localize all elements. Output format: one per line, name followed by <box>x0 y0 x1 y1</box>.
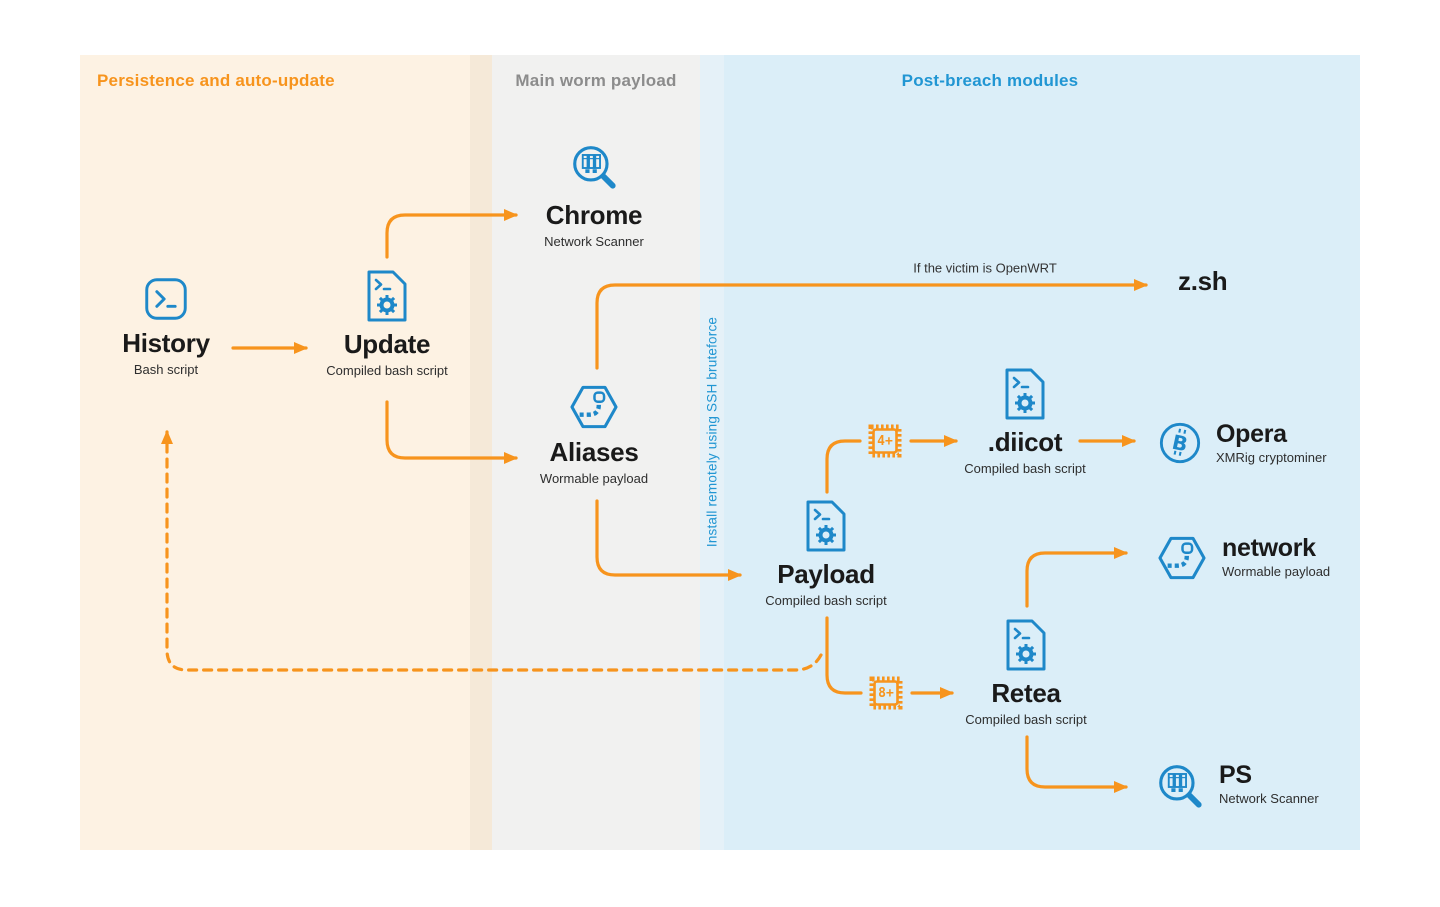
node-label: Chrome <box>545 200 643 230</box>
edge-retea-ps <box>1025 735 1128 793</box>
node-aliases: Aliases Wormable payload <box>484 384 704 487</box>
section-title-main-worm: Main worm payload <box>515 71 677 90</box>
panel-ssh-divider <box>700 55 724 850</box>
node-sublabel: Network Scanner <box>544 234 644 250</box>
node-label: History <box>122 328 210 358</box>
node-sublabel: Compiled bash script <box>965 712 1087 728</box>
edge-update-chrome <box>385 209 518 259</box>
panel-main-worm <box>492 55 700 850</box>
node-chrome: Chrome Network Scanner <box>484 143 704 250</box>
node-label: network <box>1222 534 1316 562</box>
node-update: Update Compiled bash script <box>277 270 497 379</box>
panel-persistence <box>80 55 470 850</box>
node-sublabel: Compiled bash script <box>964 461 1086 477</box>
node-label: Aliases <box>549 437 639 467</box>
compiled-script-icon <box>1004 619 1048 671</box>
cpu-chip-label: 4+ <box>877 433 893 449</box>
node-label: PS <box>1219 761 1252 789</box>
edge-retea-network <box>1025 547 1128 608</box>
compiled-script-icon <box>1003 368 1047 420</box>
node-sublabel: Bash script <box>133 362 199 378</box>
node-label: Payload <box>777 559 875 589</box>
node-sublabel: Compiled bash script <box>765 593 887 609</box>
section-title-post-breach: Post-breach modules <box>901 71 1079 90</box>
node-label: Opera <box>1216 420 1287 448</box>
node-sublabel: Wormable payload <box>1222 564 1331 580</box>
node-sublabel: Compiled bash script <box>326 363 448 379</box>
node-history: History Bash script <box>56 277 276 378</box>
worm-icon <box>1156 535 1208 581</box>
bitcoin-icon <box>1158 421 1202 465</box>
edge-payload-cpu4 <box>825 439 862 494</box>
node-label: Retea <box>991 678 1061 708</box>
node-zsh: z.sh <box>1178 266 1228 296</box>
section-title-persistence: Persistence and auto-update <box>97 71 335 90</box>
edge-aliases-zsh <box>595 279 1148 370</box>
edge-update-aliases <box>385 400 518 464</box>
compiled-script-icon <box>804 500 848 552</box>
node-retea: Retea Compiled bash script <box>916 619 1136 728</box>
node-opera: Opera XMRig cryptominer <box>1158 421 1327 466</box>
edge-label-openwrt: If the victim is OpenWRT <box>913 260 1057 276</box>
node-payload: Payload Compiled bash script <box>716 500 936 609</box>
network-scanner-icon <box>1155 762 1205 812</box>
node-sublabel: Wormable payload <box>539 471 649 487</box>
node-label: Update <box>343 329 431 359</box>
cpu-chip-label: 8+ <box>878 685 894 701</box>
node-ps: PS Network Scanner <box>1155 762 1319 812</box>
cpu-chip-4plus: 4+ <box>862 418 908 464</box>
edge-aliases-payload <box>595 499 742 581</box>
node-label: .diicot <box>987 427 1063 457</box>
node-network: network Wormable payload <box>1156 535 1330 581</box>
edge-payload-cpu8 <box>825 616 863 695</box>
panel-persistence-edge <box>470 55 492 850</box>
edge-payload-history-feedback-dashed <box>161 430 823 672</box>
node-sublabel: XMRig cryptominer <box>1216 450 1327 466</box>
node-diicot: .diicot Compiled bash script <box>915 368 1135 477</box>
worm-icon <box>568 384 620 430</box>
compiled-script-icon <box>365 270 409 322</box>
terminal-icon <box>144 277 188 321</box>
node-sublabel: Network Scanner <box>1219 791 1319 807</box>
panel-post-breach <box>724 55 1360 850</box>
network-scanner-icon <box>569 143 619 193</box>
cpu-chip-8plus: 8+ <box>863 670 909 716</box>
